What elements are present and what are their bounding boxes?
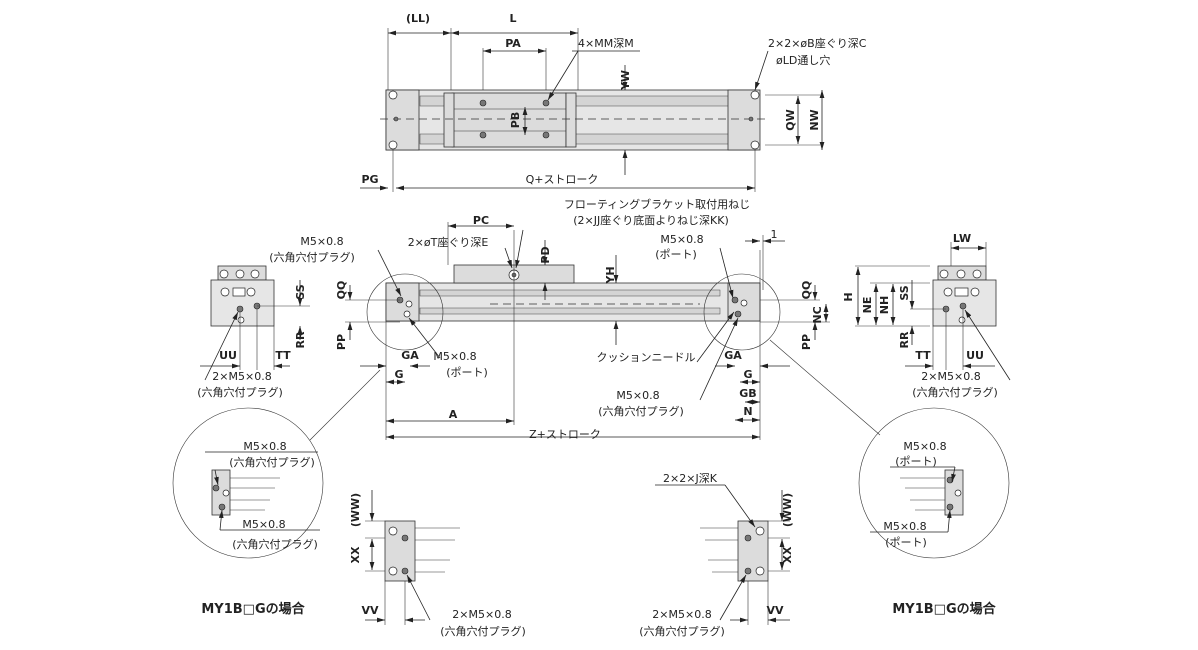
dim-pg: PG (361, 173, 378, 186)
dim-h: H (842, 292, 855, 301)
dim-pc: PC (473, 214, 489, 227)
dim-rr-right: RR (898, 331, 911, 348)
dim-g-left: G (394, 368, 403, 381)
label-detail-port-2-sub: (ポート) (885, 536, 927, 549)
dim-nh: NH (878, 296, 891, 314)
dim-ga-right: GA (724, 349, 742, 362)
dim-qq-left: QQ (335, 281, 348, 300)
right-end-view: LW H NE NH SS RR TT UU 2×M5×0.8 (六角穴付プラグ… (842, 232, 1011, 399)
label-detail-plug-1-sub: (六角穴付プラグ) (229, 455, 315, 469)
dim-qq-right: QQ (800, 281, 813, 300)
caption-left: MY1B□Gの場合 (201, 601, 305, 617)
left-end-view: SS RR UU TT 2×M5×0.8 (六角穴付プラグ) (197, 265, 310, 399)
label-left-plug-sub: (六角穴付プラグ) (269, 250, 355, 264)
dim-n: N (743, 405, 752, 418)
label-detail-plug-3-sub: (六角穴付プラグ) (440, 624, 526, 638)
label-detail-plug-right-sub: (六角穴付プラグ) (639, 624, 725, 638)
label-mm-hole: 4×MM深M (578, 37, 634, 50)
label-right-end-plug: 2×M5×0.8 (921, 370, 980, 383)
dim-a: A (449, 408, 458, 421)
dim-vv-right: VV (766, 604, 784, 617)
dim-pp-right: PP (800, 334, 813, 350)
dim-pp-left: PP (335, 334, 348, 350)
label-detail-plug-right: 2×M5×0.8 (652, 608, 711, 621)
label-left-port-sub: (ポート) (446, 366, 488, 379)
label-right-port: M5×0.8 (660, 233, 703, 246)
dim-uu-right: UU (966, 349, 984, 362)
dim-xx-left: XX (349, 546, 362, 563)
label-detail-plug-3: 2×M5×0.8 (452, 608, 511, 621)
dim-l: L (509, 12, 516, 25)
dim-ss-right: SS (898, 285, 911, 300)
dim-nc: NC (811, 306, 824, 323)
left-detail: M5×0.8 (六角穴付プラグ) M5×0.8 (六角穴付プラグ) MY1B□G… (172, 407, 526, 638)
label-detail-port-1-sub: (ポート) (895, 455, 937, 468)
label-j-hole: 2×2×J深K (663, 472, 718, 485)
label-bracket-screw-detail: (2×JJ座ぐり底面よりねじ深KK) (573, 213, 729, 227)
front-view: フローティングブラケット取付用ねじ (2×JJ座ぐり底面よりねじ深KK) PC … (269, 197, 881, 441)
dim-rr-left: RR (294, 331, 307, 348)
dim-tt-right: TT (915, 349, 931, 362)
label-right-plug: M5×0.8 (616, 389, 659, 402)
label-detail-port-1: M5×0.8 (903, 440, 946, 453)
dim-ss-left: SS (294, 284, 307, 299)
label-detail-plug-1: M5×0.8 (243, 440, 286, 453)
label-b-hole: 2×2×øB座ぐり深C (768, 36, 867, 50)
label-right-end-plug-sub: (六角穴付プラグ) (912, 385, 998, 399)
dim-lw: LW (953, 232, 971, 245)
dim-ne: NE (861, 297, 874, 314)
dim-pa: PA (505, 37, 521, 50)
dim-ww-left: (WW) (349, 493, 362, 527)
label-cushion-needle: クッションニードル (597, 351, 696, 364)
dim-z-stroke: Z+ストローク (529, 428, 601, 441)
label-detail-port-2: M5×0.8 (883, 520, 926, 533)
dim-vv-left: VV (361, 604, 379, 617)
label-detail-plug-2-sub: (六角穴付プラグ) (232, 537, 318, 551)
right-detail: 2×2×J深K (WW) XX VV 2×M5×0.8 (六角穴付プラグ) M5… (639, 407, 1010, 638)
caption-right: MY1B□Gの場合 (892, 601, 996, 617)
dim-pd: PD (539, 246, 552, 263)
label-right-plug-sub: (六角穴付プラグ) (598, 404, 684, 418)
top-view: (LL) L PA 4×MM深M 2×2×øB座ぐり深C øLD通し穴 YW P… (360, 12, 867, 192)
dim-pb: PB (509, 112, 522, 128)
label-left-port: M5×0.8 (433, 350, 476, 363)
dim-qw: QW (784, 109, 797, 130)
dim-q-stroke: Q+ストローク (526, 173, 599, 186)
dim-ga-left: GA (401, 349, 419, 362)
label-left-end-plug-sub: (六角穴付プラグ) (197, 385, 283, 399)
dim-uu-left: UU (219, 349, 237, 362)
dim-ll: (LL) (406, 12, 430, 25)
dim-g-right: G (743, 368, 752, 381)
label-ld-hole: øLD通し穴 (776, 53, 830, 67)
dim-one: 1 (771, 228, 778, 241)
label-detail-plug-2: M5×0.8 (242, 518, 285, 531)
dim-xx-right: XX (781, 546, 794, 563)
dim-yw: YW (619, 70, 632, 91)
dim-nw: NW (808, 109, 821, 130)
label-left-end-plug: 2×M5×0.8 (212, 370, 271, 383)
label-left-plug: M5×0.8 (300, 235, 343, 248)
dim-gb: GB (739, 387, 756, 400)
label-right-port-sub: (ポート) (655, 248, 697, 261)
dim-yh: YH (604, 266, 617, 284)
dim-ww-right: (WW) (781, 493, 794, 527)
dim-tt-left: TT (275, 349, 291, 362)
label-t-hole: 2×øT座ぐり深E (408, 235, 489, 249)
label-bracket-screw: フローティングブラケット取付用ねじ (564, 197, 750, 211)
